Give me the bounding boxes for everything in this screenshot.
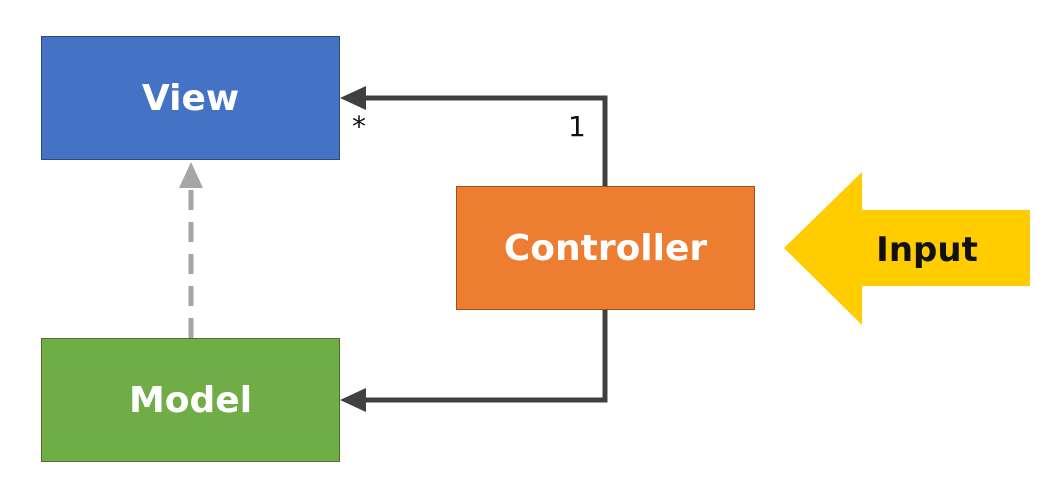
view-box: View xyxy=(41,36,340,160)
view-label: View xyxy=(141,77,240,119)
input-label: Input xyxy=(876,230,978,270)
model-box: Model xyxy=(41,338,340,462)
controller-to-model-line xyxy=(360,310,608,403)
controller-to-view-arrowhead xyxy=(340,86,366,110)
controller-to-view-line xyxy=(360,95,608,186)
controller-label: Controller xyxy=(503,227,708,269)
model-label: Model xyxy=(128,379,253,421)
controller-box: Controller xyxy=(456,186,755,310)
dashed-dependency-arrowhead xyxy=(179,162,203,188)
view-multiplicity: * xyxy=(352,110,366,143)
controller-to-model-arrowhead xyxy=(340,388,366,412)
input-arrow-shape xyxy=(784,172,1030,325)
controller-multiplicity: 1 xyxy=(568,110,586,143)
